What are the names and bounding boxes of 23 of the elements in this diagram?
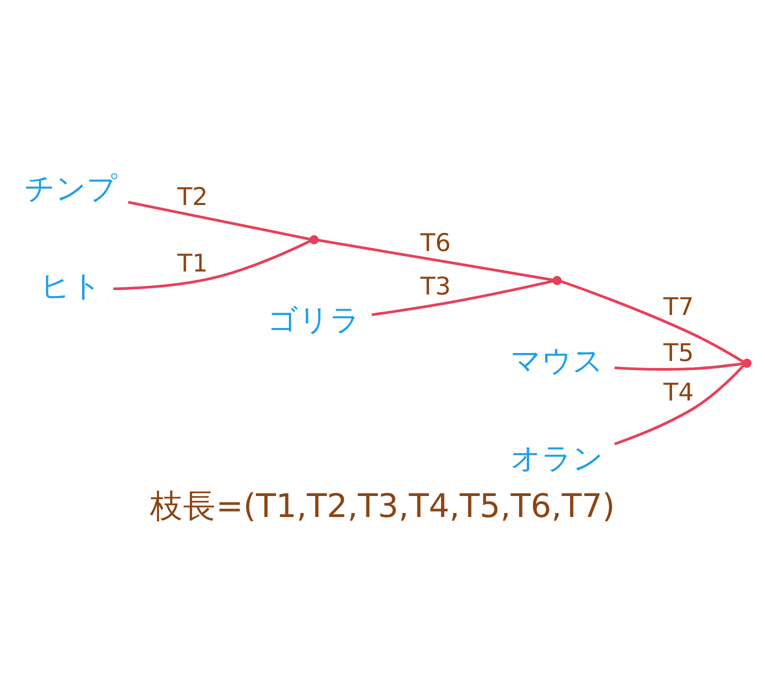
node-text: オラン — [510, 442, 604, 477]
node-text: チンプ — [24, 171, 118, 206]
connector — [113, 240, 311, 290]
edge-label: T2 — [177, 182, 208, 211]
edge-label: T6 — [420, 228, 451, 258]
edge-label: T7 — [663, 292, 694, 321]
node-point — [310, 235, 319, 244]
node-point — [742, 358, 752, 368]
connector — [560, 280, 744, 363]
edge-label: T3 — [420, 272, 451, 301]
edge-label: T1 — [177, 248, 208, 278]
node-text: ヒト — [40, 269, 102, 304]
node-text: マウス — [510, 344, 604, 379]
caption: 枝長=(T1,T2,T3,T4,T5,T6,T7) — [150, 486, 616, 525]
node-point — [552, 276, 562, 286]
edge-label: T5 — [663, 338, 694, 368]
connector — [318, 238, 554, 282]
connector — [614, 362, 743, 371]
edge-label: T4 — [663, 377, 694, 406]
connector — [372, 280, 554, 316]
node-text: ゴリラ — [268, 303, 361, 338]
connector — [128, 200, 310, 240]
connector — [614, 364, 744, 446]
